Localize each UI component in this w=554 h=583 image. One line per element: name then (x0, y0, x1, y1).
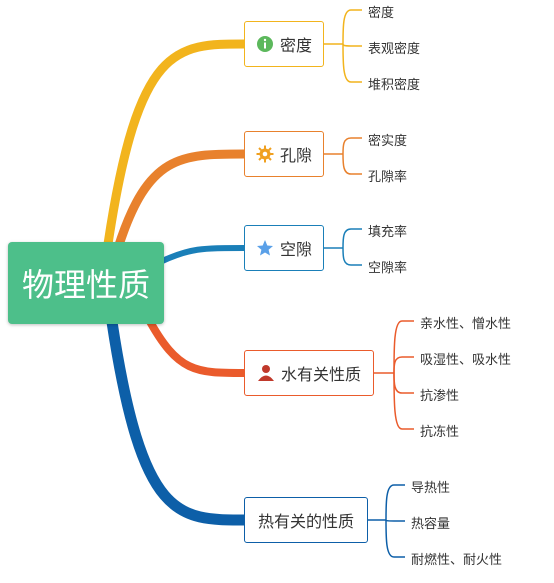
branch-node-thermal-properties[interactable]: 热有关的性质 (244, 497, 368, 543)
leaf-connector (393, 356, 414, 374)
info-icon (256, 35, 274, 53)
leaf-connector (342, 228, 362, 249)
leaf-impermeability[interactable]: 抗渗性 (420, 389, 460, 404)
branch-node-water-properties[interactable]: 水有关性质 (244, 350, 374, 396)
leaf-hydrophilic[interactable]: 亲水性、憎水性 (420, 317, 512, 332)
branch-node-voids[interactable]: 空隙 (244, 225, 324, 271)
leaf-fill-rate[interactable]: 填充率 (368, 225, 408, 240)
branch-label: 密度 (279, 36, 312, 55)
leaf-connector (342, 247, 362, 266)
leaf-connector (342, 43, 362, 83)
gear-icon (256, 145, 274, 163)
leaf-frost-resistance[interactable]: 抗冻性 (420, 425, 460, 440)
branch-connector (113, 149, 249, 253)
leaf-connector (385, 484, 405, 521)
leaf-connector (393, 372, 414, 394)
leaf-void-rate[interactable]: 空隙率 (368, 261, 408, 276)
branch-label: 孔隙 (279, 146, 312, 165)
leaf-compactness[interactable]: 密实度 (368, 134, 408, 149)
branch-node-density[interactable]: 密度 (244, 21, 324, 67)
leaf-connector (393, 320, 414, 374)
branch-connector (144, 314, 248, 377)
leaf-connector (342, 43, 362, 47)
leaf-connector (393, 372, 414, 430)
root-node[interactable]: 物理性质 (8, 242, 164, 324)
branch-connector (106, 316, 250, 526)
leaf-density[interactable]: 密度 (368, 6, 395, 21)
leaf-porosity[interactable]: 孔隙率 (368, 170, 408, 185)
leaf-connector (342, 9, 362, 45)
leaf-connector (385, 519, 405, 558)
leaf-connector (342, 137, 362, 155)
leaf-connector (342, 153, 362, 175)
person-icon (257, 364, 275, 382)
root-label: 物理性质 (21, 266, 150, 304)
leaf-hygroscopic[interactable]: 吸湿性、吸水性 (420, 353, 512, 368)
branch-label: 水有关性质 (280, 365, 361, 384)
leaf-bulk-density[interactable]: 堆积密度 (368, 78, 421, 93)
branch-connector (157, 245, 247, 265)
leaf-connector (385, 519, 405, 522)
star-icon (256, 239, 274, 257)
leaf-heat-capacity[interactable]: 热容量 (411, 517, 451, 532)
branch-label: 热有关的性质 (257, 512, 354, 531)
leaf-apparent-density[interactable]: 表观密度 (368, 42, 421, 57)
branch-label: 空隙 (279, 240, 312, 259)
branch-connector (103, 39, 249, 249)
branch-node-pores[interactable]: 孔隙 (244, 131, 324, 177)
leaf-thermal-conductivity[interactable]: 导热性 (411, 481, 451, 496)
leaf-fire-resistance[interactable]: 耐燃性、耐火性 (411, 553, 503, 568)
